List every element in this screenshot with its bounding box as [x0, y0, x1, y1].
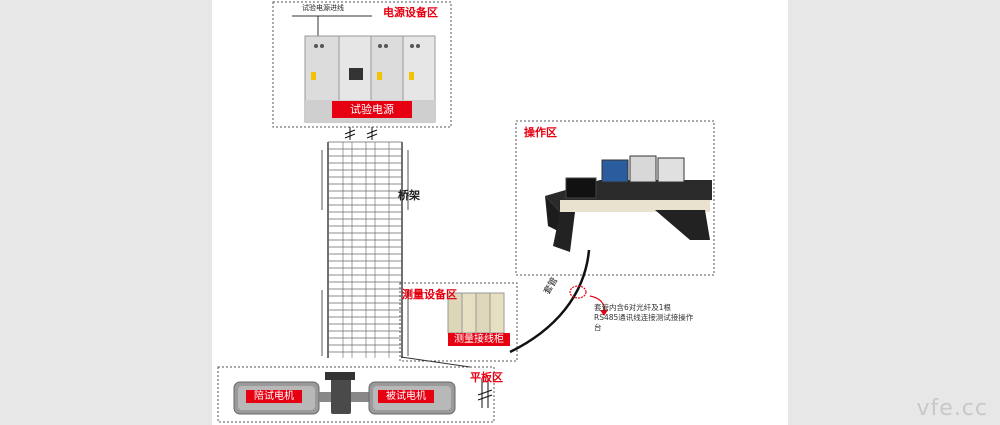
operation-console — [545, 155, 712, 252]
left-margin-band — [0, 0, 212, 425]
conduit-line — [509, 249, 591, 354]
measurement-zone-border — [399, 282, 518, 362]
platform-cable-ticks — [477, 378, 493, 408]
measure-cabinet-label: 测量接线柜 — [448, 333, 510, 346]
test-power-label: 试验电源 — [332, 101, 412, 118]
tested-motor-label: 被试电机 — [378, 390, 434, 403]
watermark: vfe.cc — [916, 396, 988, 421]
platform-zone-border — [217, 366, 495, 423]
accompany-motor-label: 陪试电机 — [246, 390, 302, 403]
bridge-label: 桥架 — [398, 189, 420, 202]
power-zone-border — [272, 1, 452, 128]
power-zone-label: 电源设备区 — [383, 6, 438, 19]
conduit-marker — [569, 285, 587, 299]
tray-to-platform — [400, 356, 471, 368]
platform-zone-label: 平板区 — [470, 371, 503, 384]
conduit-note: 套管内含6对光纤及1根RS485通讯线连接测试接操作台 — [594, 303, 694, 332]
note-arrow-head — [600, 310, 608, 316]
right-margin-band — [788, 0, 1000, 425]
measurement-cabinet — [447, 292, 505, 334]
power-cable-ticks — [344, 127, 378, 140]
operation-zone-label: 操作区 — [524, 126, 557, 139]
supply-line-label: 试验电源进线 — [302, 4, 344, 12]
cable-tray — [321, 141, 409, 358]
measurement-zone-label: 测量设备区 — [402, 288, 457, 301]
